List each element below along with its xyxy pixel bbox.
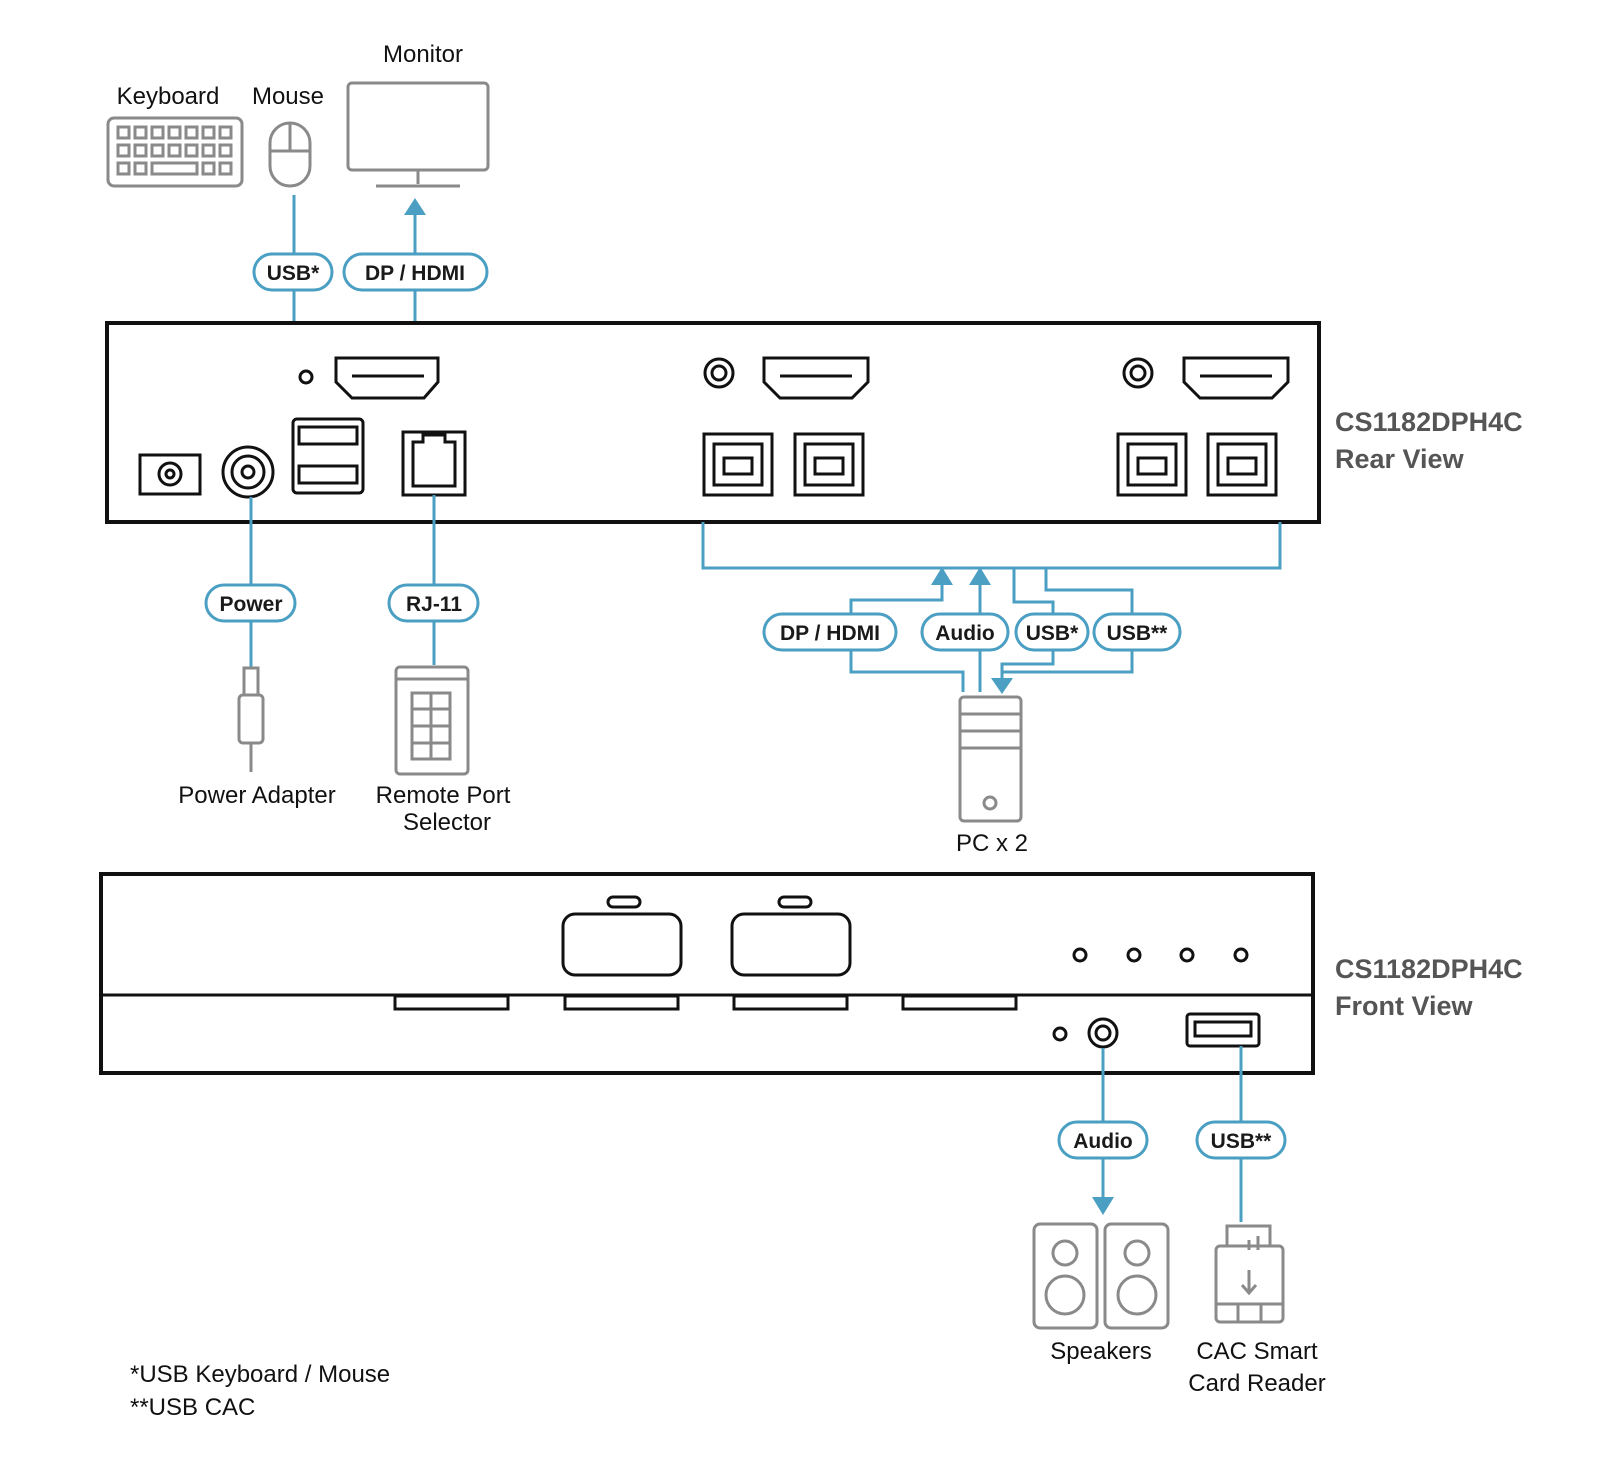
pc-usb-cac-pill: USB** <box>1092 612 1182 652</box>
svg-text:RJ-11: RJ-11 <box>406 593 462 616</box>
svg-text:DP / HDMI: DP / HDMI <box>365 262 465 285</box>
svg-text:USB**: USB** <box>1107 622 1169 645</box>
keyboard-icon <box>106 116 244 188</box>
svg-text:USB*: USB* <box>1026 622 1079 645</box>
cac-reader-icon <box>1214 1224 1285 1324</box>
footnote-usb-cac: **USB CAC <box>130 1394 255 1421</box>
remote-port-selector-icon <box>394 665 470 776</box>
front-audio-jack <box>1087 1017 1119 1049</box>
front-view-title: Front View <box>1335 991 1474 1021</box>
svg-text:Power: Power <box>219 593 282 616</box>
power-pill: Power <box>204 583 297 623</box>
mouse-label: Mouse <box>252 83 324 110</box>
svg-text:Audio: Audio <box>1073 1130 1132 1153</box>
power-adapter-icon <box>237 666 265 772</box>
pc2-ports <box>1116 356 1290 497</box>
front-usb-cac-pill: USB** <box>1195 1120 1287 1160</box>
footnote-usb-kbm: *USB Keyboard / Mouse <box>130 1361 390 1388</box>
pc-audio-pill: Audio <box>920 612 1010 652</box>
usb-a-ports <box>291 417 365 495</box>
svg-text:USB**: USB** <box>1211 1130 1273 1153</box>
remote-port-selector-label-1: Remote Port <box>376 782 511 809</box>
svg-text:Audio: Audio <box>935 622 994 645</box>
speakers-label: Speakers <box>1050 1338 1151 1365</box>
mouse-icon <box>268 121 312 188</box>
power-jack <box>221 445 275 499</box>
keyboard-label: Keyboard <box>117 83 220 110</box>
front-panel <box>99 872 1315 1075</box>
front-audio-arrow <box>1092 1197 1114 1215</box>
rear-view-title: Rear View <box>1335 444 1465 474</box>
rj11-port <box>401 430 467 497</box>
dp-hdmi-monitor-pill: DP / HDMI <box>342 252 489 292</box>
pc-dp-hdmi-pill: DP / HDMI <box>762 612 898 652</box>
dc-port <box>138 453 202 496</box>
pc-label: PC x 2 <box>956 830 1028 857</box>
rj11-pill: RJ-11 <box>387 583 480 623</box>
rear-model-title: CS1182DPH4C <box>1335 407 1523 437</box>
remote-port-selector-label-2: Selector <box>403 809 491 836</box>
speakers-icon <box>1032 1222 1170 1330</box>
pc-usb-pill: USB* <box>1014 612 1090 652</box>
monitor-icon <box>346 81 490 188</box>
front-usb-port <box>1185 1012 1261 1048</box>
front-model-title: CS1182DPH4C <box>1335 954 1523 984</box>
usb-kbm-pill: USB* <box>252 252 334 292</box>
monitor-label: Monitor <box>383 41 463 68</box>
svg-text:DP / HDMI: DP / HDMI <box>780 622 880 645</box>
cac-label-1: CAC Smart <box>1196 1338 1318 1365</box>
hdmi-console-port <box>334 356 440 400</box>
cac-label-2: Card Reader <box>1188 1370 1325 1397</box>
front-leds <box>1052 947 1249 1042</box>
monitor-arrow <box>404 198 426 215</box>
pc-cable-bus <box>701 522 1282 694</box>
front-audio-pill: Audio <box>1057 1120 1149 1160</box>
rear-led <box>298 369 314 385</box>
pc-tower-icon <box>958 695 1023 823</box>
pc1-ports <box>702 356 870 497</box>
power-adapter-label: Power Adapter <box>178 782 335 809</box>
front-port-buttons <box>561 895 852 977</box>
front-tabs <box>393 994 1018 1011</box>
svg-text:USB*: USB* <box>267 262 320 285</box>
